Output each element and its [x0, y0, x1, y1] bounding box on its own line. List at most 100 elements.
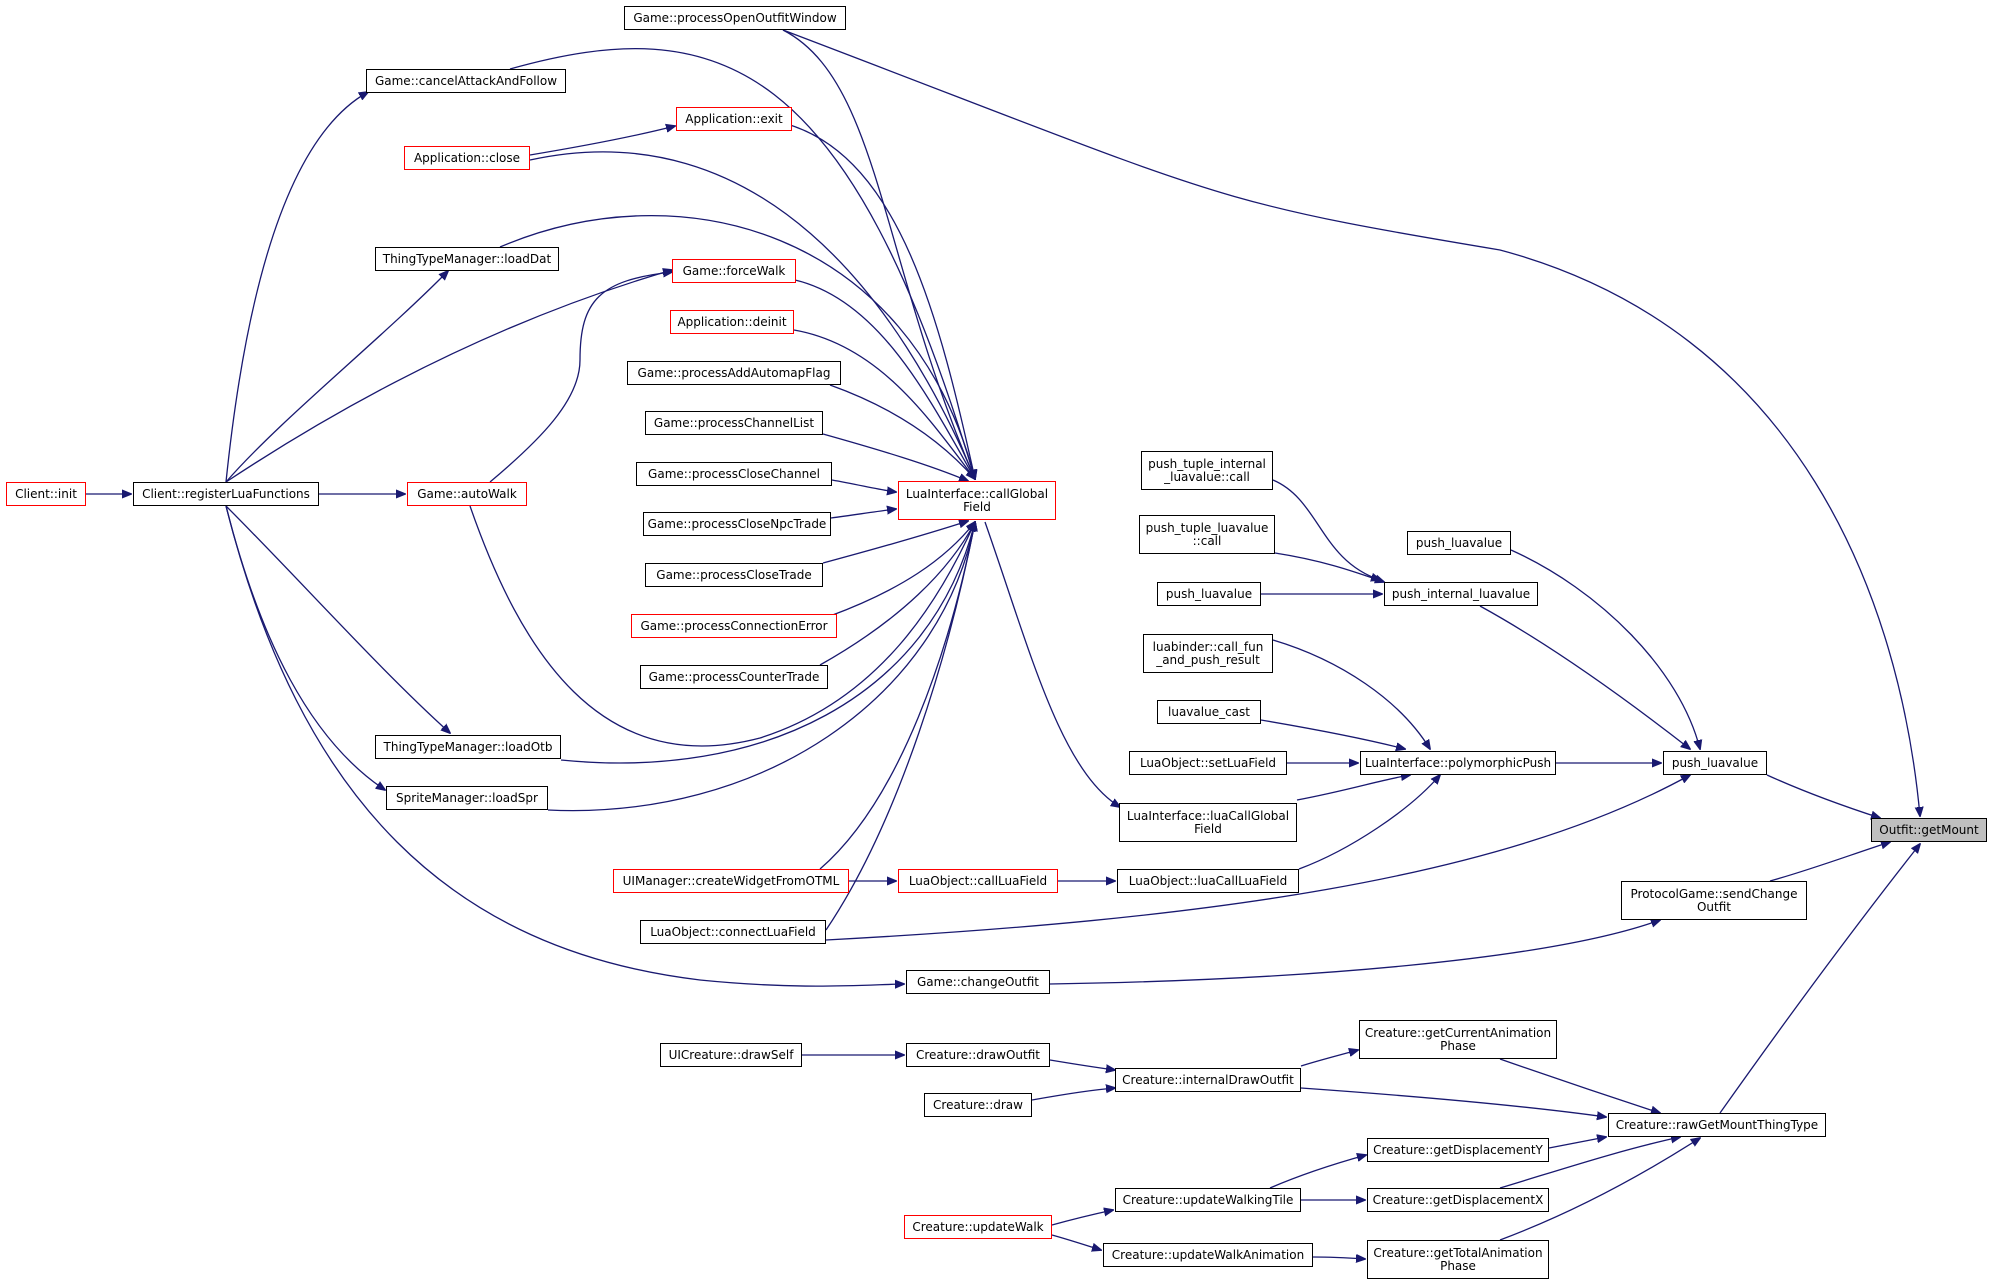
node-label: LuaObject::callLuaField [908, 873, 1048, 888]
node-application-close[interactable]: Application::close [404, 146, 530, 170]
node-label: LuaInterface::polymorphicPush [1364, 755, 1552, 770]
node-creature-getdisplacementx[interactable]: Creature::getDisplacementX [1367, 1188, 1549, 1212]
node-label: Phase [1440, 1258, 1476, 1273]
node-label: push_tuple_luavalue [1145, 520, 1269, 535]
node-game-changeoutfit[interactable]: Game::changeOutfit [906, 970, 1050, 994]
node-game-autowalk[interactable]: Game::autoWalk [407, 482, 527, 506]
node-game-processchannellist[interactable]: Game::processChannelList [645, 411, 823, 435]
edge-countertrade-callglobalfield [819, 522, 975, 666]
edge-closetrade-callglobalfield [822, 521, 968, 564]
edge-changeoutfit-sendchangeoutfit [1049, 920, 1660, 985]
edge-forcewalk-callglobalfield [794, 279, 975, 479]
node-label: Game::cancelAttackAndFollow [374, 73, 558, 88]
node-thingtypemanager-loadotb[interactable]: ThingTypeManager::loadOtb [375, 735, 561, 759]
node-luabinder-call-fun-and-push-result[interactable]: luabinder::call_fun_and_push_result [1143, 634, 1273, 673]
node-game-cancelattackandfollow[interactable]: Game::cancelAttackAndFollow [366, 69, 566, 93]
node-push-tuple-internal-luavalue-call[interactable]: push_tuple_internal_luavalue::call [1141, 451, 1273, 490]
node-luaobject-connectluafield[interactable]: LuaObject::connectLuaField [640, 920, 826, 944]
edge-rawgetmountthingtype-getmount [1719, 844, 1920, 1114]
node-label: Game::processChannelList [653, 415, 815, 430]
edge-internaldrawoutfit-rawgetmountthingtype [1300, 1087, 1606, 1117]
node-label: ::call [1192, 533, 1222, 548]
node-creature-updatewalkanimation[interactable]: Creature::updateWalkAnimation [1103, 1243, 1313, 1267]
node-game-processcountertrade[interactable]: Game::processCounterTrade [640, 665, 828, 689]
node-label: Creature::internalDrawOutfit [1122, 1072, 1294, 1087]
node-label: UICreature::drawSelf [668, 1047, 794, 1062]
node-label: push_internal_luavalue [1391, 586, 1531, 601]
node-uicreature-drawself[interactable]: UICreature::drawSelf [660, 1043, 802, 1067]
node-push-luavalue-right[interactable]: push_luavalue [1663, 751, 1767, 775]
node-luaobject-luacallluafield[interactable]: LuaObject::luaCallLuaField [1117, 869, 1299, 893]
node-label: Client::init [15, 486, 77, 501]
node-creature-internaldrawoutfit[interactable]: Creature::internalDrawOutfit [1115, 1068, 1301, 1092]
node-client-init[interactable]: Client::init [6, 482, 86, 506]
edge-closenpctrade-callglobalfield [830, 509, 896, 519]
edge-channellist-callglobalfield [822, 433, 968, 481]
node-luainterface-polymorphicpush[interactable]: LuaInterface::polymorphicPush [1360, 751, 1556, 775]
node-label: Creature::getTotalAnimation [1373, 1245, 1543, 1260]
node-creature-updatewalkingtile[interactable]: Creature::updateWalkingTile [1115, 1188, 1301, 1212]
node-push-internal-luavalue[interactable]: push_internal_luavalue [1384, 582, 1538, 606]
node-luaobject-callluafield[interactable]: LuaObject::callLuaField [898, 869, 1058, 893]
node-label: Creature::updateWalkingTile [1122, 1192, 1294, 1207]
edge-closechannel-callglobalfield [831, 479, 896, 492]
node-luaobject-setluafield[interactable]: LuaObject::setLuaField [1129, 751, 1287, 775]
node-thingtypemanager-loaddat[interactable]: ThingTypeManager::loadDat [375, 247, 559, 271]
edge-deinit-callglobalfield [793, 329, 975, 479]
node-game-processclosenpctrade[interactable]: Game::processCloseNpcTrade [643, 512, 831, 536]
node-creature-updatewalk[interactable]: Creature::updateWalk [904, 1215, 1052, 1239]
node-game-processaddautomapflag[interactable]: Game::processAddAutomapFlag [627, 361, 841, 385]
node-game-processclosechannel[interactable]: Game::processCloseChannel [636, 462, 832, 486]
node-label: Game::autoWalk [417, 486, 517, 501]
node-application-exit[interactable]: Application::exit [676, 107, 792, 131]
node-creature-drawoutfit[interactable]: Creature::drawOutfit [906, 1043, 1050, 1067]
node-application-deinit[interactable]: Application::deinit [670, 310, 794, 334]
node-game-processclosetrade[interactable]: Game::processCloseTrade [645, 563, 823, 587]
edge-luacallluafield-polymorphicpush [1298, 775, 1440, 870]
node-label: _luavalue::call [1164, 469, 1250, 484]
edge-connectluafield-callglobalfield [825, 522, 975, 931]
edge-register-changeoutfit [225, 505, 904, 986]
edge-updatewalkanimation-gettotalanimationphase [1312, 1257, 1365, 1259]
edge-internaldrawoutfit-getcurrentanimationphase [1300, 1050, 1358, 1067]
node-creature-draw[interactable]: Creature::draw [924, 1093, 1032, 1117]
node-game-processconnectionerror[interactable]: Game::processConnectionError [631, 614, 837, 638]
edge-register-forcewalk [225, 270, 672, 483]
edge-getcurrentanimationphase-rawgetmountthingtype [1499, 1058, 1660, 1113]
node-label: SpriteManager::loadSpr [396, 790, 538, 805]
edge-loadotb-callglobalfield [560, 522, 975, 764]
node-creature-getdisplacementy[interactable]: Creature::getDisplacementY [1367, 1138, 1549, 1162]
node-push-luavalue-left[interactable]: push_luavalue [1157, 582, 1261, 606]
node-push-tuple-luavalue-call[interactable]: push_tuple_luavalue::call [1139, 515, 1275, 554]
node-label: Field [1194, 821, 1222, 836]
node-game-processopenoutfitwindow[interactable]: Game::processOpenOutfitWindow [624, 6, 846, 30]
node-label: Client::registerLuaFunctions [142, 486, 310, 501]
node-game-forcewalk[interactable]: Game::forceWalk [672, 259, 796, 283]
node-label: Game::processConnectionError [640, 618, 828, 633]
edge-connectionerror-callglobalfield [829, 522, 975, 617]
edge-loadspr-callglobalfield [547, 522, 975, 812]
edge-close-exit [529, 126, 675, 156]
edge-draw-internaldrawoutfit [1031, 1088, 1115, 1101]
node-uimanager-createwidgetfromotml[interactable]: UIManager::createWidgetFromOTML [613, 869, 849, 893]
node-creature-rawgetmountthingtype[interactable]: Creature::rawGetMountThingType [1608, 1113, 1826, 1137]
node-spritemanager-loadspr[interactable]: SpriteManager::loadSpr [386, 786, 548, 810]
node-label: Application::close [413, 150, 521, 165]
node-push-luavalue-top[interactable]: push_luavalue [1407, 531, 1511, 555]
edge-register-loaddat [225, 271, 448, 483]
node-label: Creature::updateWalkAnimation [1111, 1247, 1305, 1262]
node-label: LuaObject::connectLuaField [650, 924, 816, 939]
node-luavalue-cast[interactable]: luavalue_cast [1157, 700, 1261, 724]
node-label: Game::processAddAutomapFlag [637, 365, 831, 380]
node-client-registerluafunctions[interactable]: Client::registerLuaFunctions [133, 482, 319, 506]
edge-openoutfitwindow-callglobalfield [782, 29, 975, 479]
edge-cancelattack-callglobalfield [509, 48, 975, 479]
edge-pushluavaluetop-pushluavalueright [1510, 549, 1700, 749]
node-label: Game::processOpenOutfitWindow [633, 10, 837, 25]
edge-pushtuple-pushinternal [1274, 552, 1384, 582]
